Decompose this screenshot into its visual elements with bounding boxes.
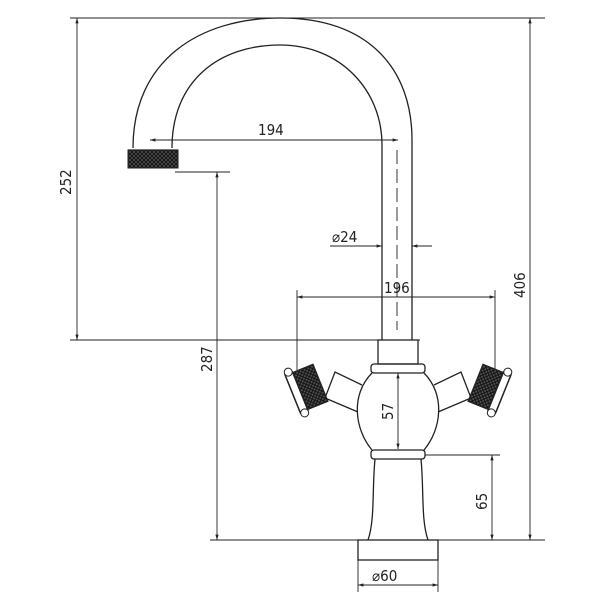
dim-body-height: 57 [379, 403, 397, 420]
dim-outlet-height: 287 [198, 346, 216, 372]
aerator-nozzle [127, 149, 179, 169]
dimension-lines [75, 17, 532, 592]
right-handle [467, 363, 513, 418]
left-handle [283, 363, 329, 418]
dim-spout-height: 252 [57, 169, 75, 195]
faucet-body [324, 339, 472, 561]
dim-base-diameter: ⌀60 [372, 567, 397, 585]
dim-total-height: 406 [511, 272, 529, 298]
dim-pipe-diameter: ⌀24 [332, 228, 357, 246]
dim-base-height: 65 [473, 493, 491, 510]
spout [127, 17, 413, 340]
dim-handle-span: 196 [384, 279, 410, 297]
reference-lines [70, 17, 545, 541]
dim-spout-reach: 194 [258, 121, 284, 139]
